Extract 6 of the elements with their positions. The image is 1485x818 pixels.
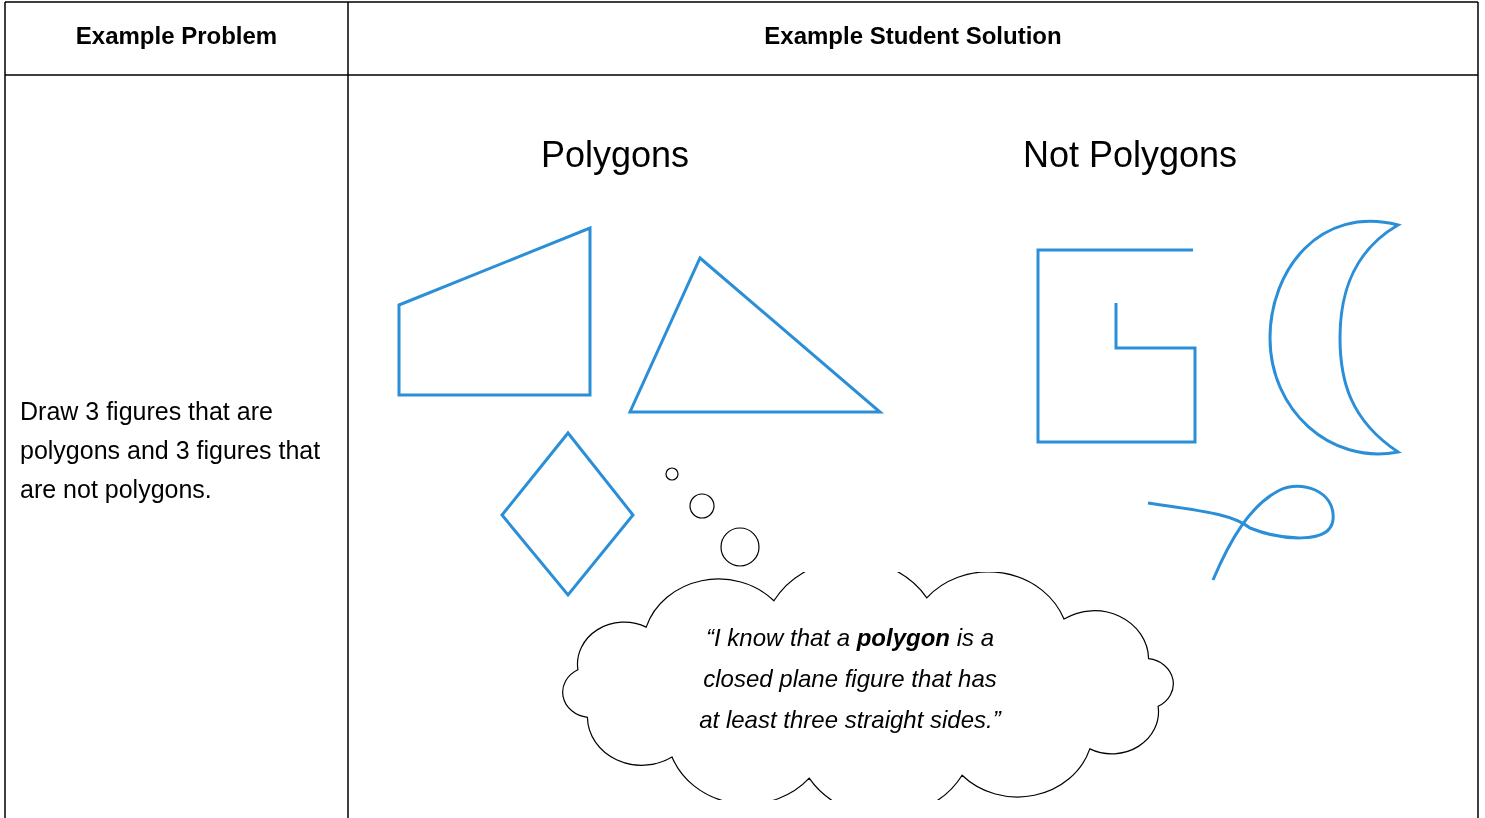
group-heading: Not Polygons — [1021, 134, 1239, 176]
problem-text: Draw 3 figures that are polygons and 3 figures that are not polygons. — [20, 396, 322, 505]
quote-text: “I know that a polygon is a closed plane figure that has at least three straight sides.” — [698, 623, 1003, 735]
group-heading: Polygons — [539, 134, 691, 176]
column-heading: Example Problem — [74, 22, 279, 50]
column-heading: Example Student Solution — [763, 22, 1063, 50]
